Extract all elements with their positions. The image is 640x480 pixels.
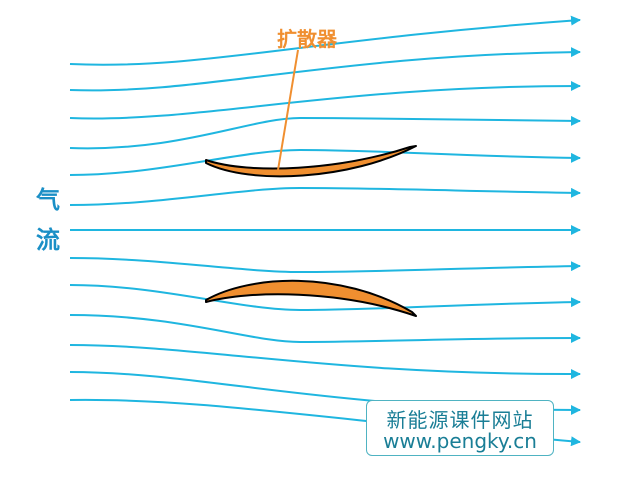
flow-label-bottom: 流: [36, 226, 60, 254]
diffuser-label: 扩散器: [277, 27, 337, 51]
watermark-site-name: 新能源课件网站: [386, 408, 534, 432]
diffuser-upper-vane: [205, 145, 417, 178]
streamline-2: [69, 47, 581, 92]
watermark-url: www.pengky.cn: [383, 429, 537, 453]
callout-leader-line: [277, 49, 299, 171]
streamline-6: [69, 186, 581, 206]
streamline-1: [69, 15, 581, 66]
streamline-4: [69, 115, 581, 150]
diffuser-lower-vane: [205, 279, 417, 317]
streamline-9: [69, 284, 581, 312]
streamlines: [69, 15, 581, 447]
streamline-8: [69, 257, 581, 274]
flow-label-top: 气: [36, 186, 60, 214]
streamline-5: [69, 148, 581, 176]
streamline-3: [69, 81, 581, 120]
watermark-box: 新能源课件网站 www.pengky.cn: [366, 400, 554, 456]
streamline-11: [69, 344, 581, 380]
streamline-10: [69, 314, 581, 344]
